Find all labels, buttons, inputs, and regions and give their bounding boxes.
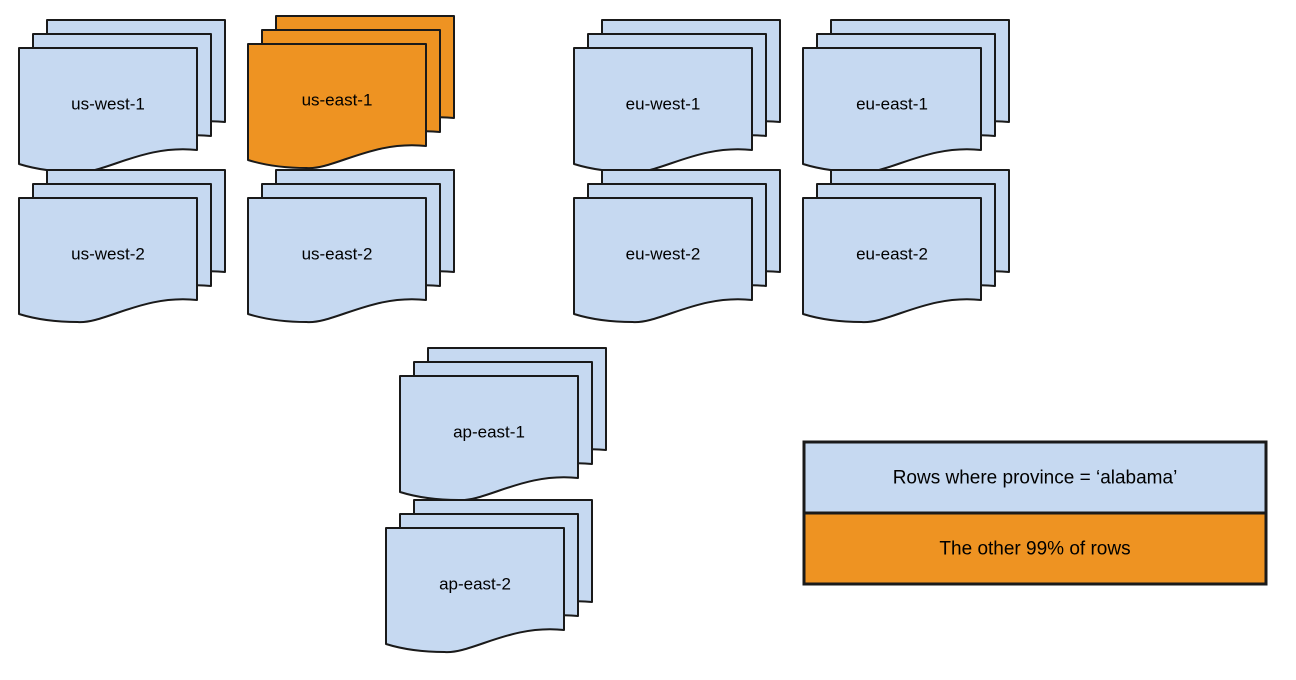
sheet-front-us-east-1[interactable] (247, 43, 427, 170)
document-stack-label-us-west-2: us-west-2 (71, 244, 145, 263)
document-stack-label-us-west-1: us-west-1 (71, 94, 145, 113)
document-stack-label-ap-east-1: ap-east-1 (453, 422, 525, 441)
legend-row-orange[interactable]: The other 99% of rows (802, 511, 1268, 586)
document-stack-label-ap-east-2: ap-east-2 (439, 574, 511, 593)
document-stack-label-us-east-1: us-east-1 (302, 90, 373, 109)
legend-group: Rows where province = ‘alabama’ The other… (802, 440, 1268, 586)
sheet-front-ap-east-2[interactable] (385, 527, 565, 654)
document-stack-us-west-1[interactable]: us-west-1 (18, 19, 226, 174)
document-stack-eu-east-2[interactable]: eu-east-2 (802, 169, 1010, 324)
document-stack-ap-east-1[interactable]: ap-east-1 (399, 347, 607, 502)
document-stack-eu-west-1[interactable]: eu-west-1 (573, 19, 781, 174)
document-stack-us-east-1[interactable]: us-east-1 (247, 15, 455, 170)
sheet-front-eu-west-2[interactable] (573, 197, 753, 324)
legend-row-orange-text: The other 99% of rows (939, 539, 1130, 560)
document-stack-label-eu-east-2: eu-east-2 (856, 244, 928, 263)
legend-row-blue-swatch (802, 440, 1268, 515)
document-stack-label-eu-west-1: eu-west-1 (626, 94, 701, 113)
document-stack-us-west-2[interactable]: us-west-2 (18, 169, 226, 324)
document-stack-us-east-2[interactable]: us-east-2 (247, 169, 455, 324)
document-stack-ap-east-2[interactable]: ap-east-2 (385, 499, 593, 654)
sheet-front-us-east-2[interactable] (247, 197, 427, 324)
sheet-front-us-west-2[interactable] (18, 197, 198, 324)
sheet-front-eu-east-2[interactable] (802, 197, 982, 324)
document-stack-eu-east-1[interactable]: eu-east-1 (802, 19, 1010, 174)
document-stack-label-us-east-2: us-east-2 (302, 244, 373, 263)
legend-row-blue-text: Rows where province = ‘alabama’ (893, 468, 1178, 489)
document-stack-label-eu-east-1: eu-east-1 (856, 94, 928, 113)
legend-row-orange-swatch (802, 511, 1268, 586)
document-stack-label-eu-west-2: eu-west-2 (626, 244, 701, 263)
document-stacks-group: us-west-1 us-west-2 us-east-1 us-east-2 eu-w… (18, 15, 1010, 654)
legend-row-blue[interactable]: Rows where province = ‘alabama’ (802, 440, 1268, 515)
document-stack-eu-west-2[interactable]: eu-west-2 (573, 169, 781, 324)
